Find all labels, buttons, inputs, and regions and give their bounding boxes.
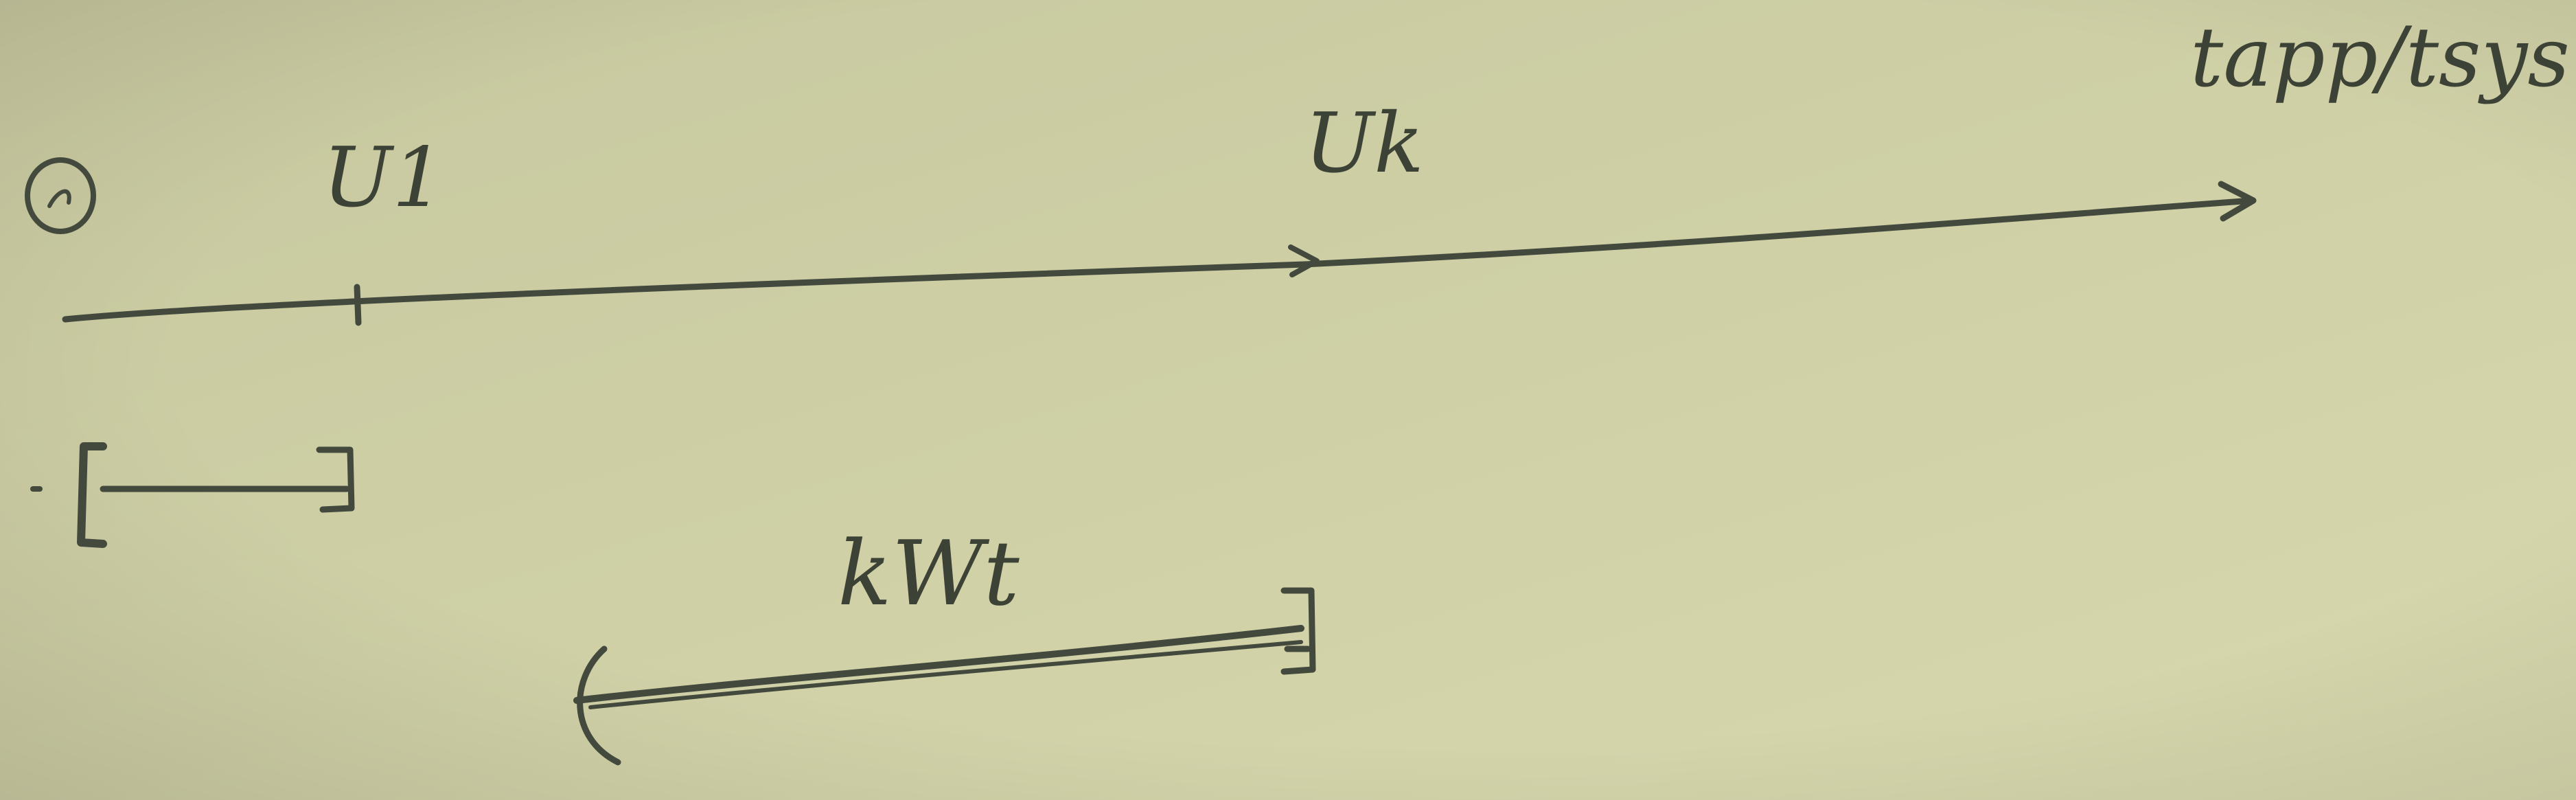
tick-u1: [354, 284, 362, 326]
interval-label: kWt: [838, 521, 1020, 626]
bracket-interval-2-line: [573, 625, 1304, 704]
axis-label: tapp/tsys: [2190, 10, 2570, 106]
bracket-interval-1-left: [77, 442, 107, 548]
bracket-interval-2-right: [1280, 587, 1316, 675]
tick-label-uk: Uk: [1304, 96, 1424, 192]
bracket-interval-2-left: [577, 645, 621, 766]
origin-circle: [25, 157, 96, 234]
axis-arrowhead: [2218, 181, 2257, 222]
bracket-interval-2-line-double: [588, 640, 1303, 709]
origin-circle-mark: [47, 189, 71, 208]
time-axis-line: [62, 197, 2255, 323]
tick-uk-arrow: [1288, 244, 1320, 277]
tick-label-u1: U1: [323, 130, 444, 226]
bracket-interval-1-right: [316, 446, 355, 513]
